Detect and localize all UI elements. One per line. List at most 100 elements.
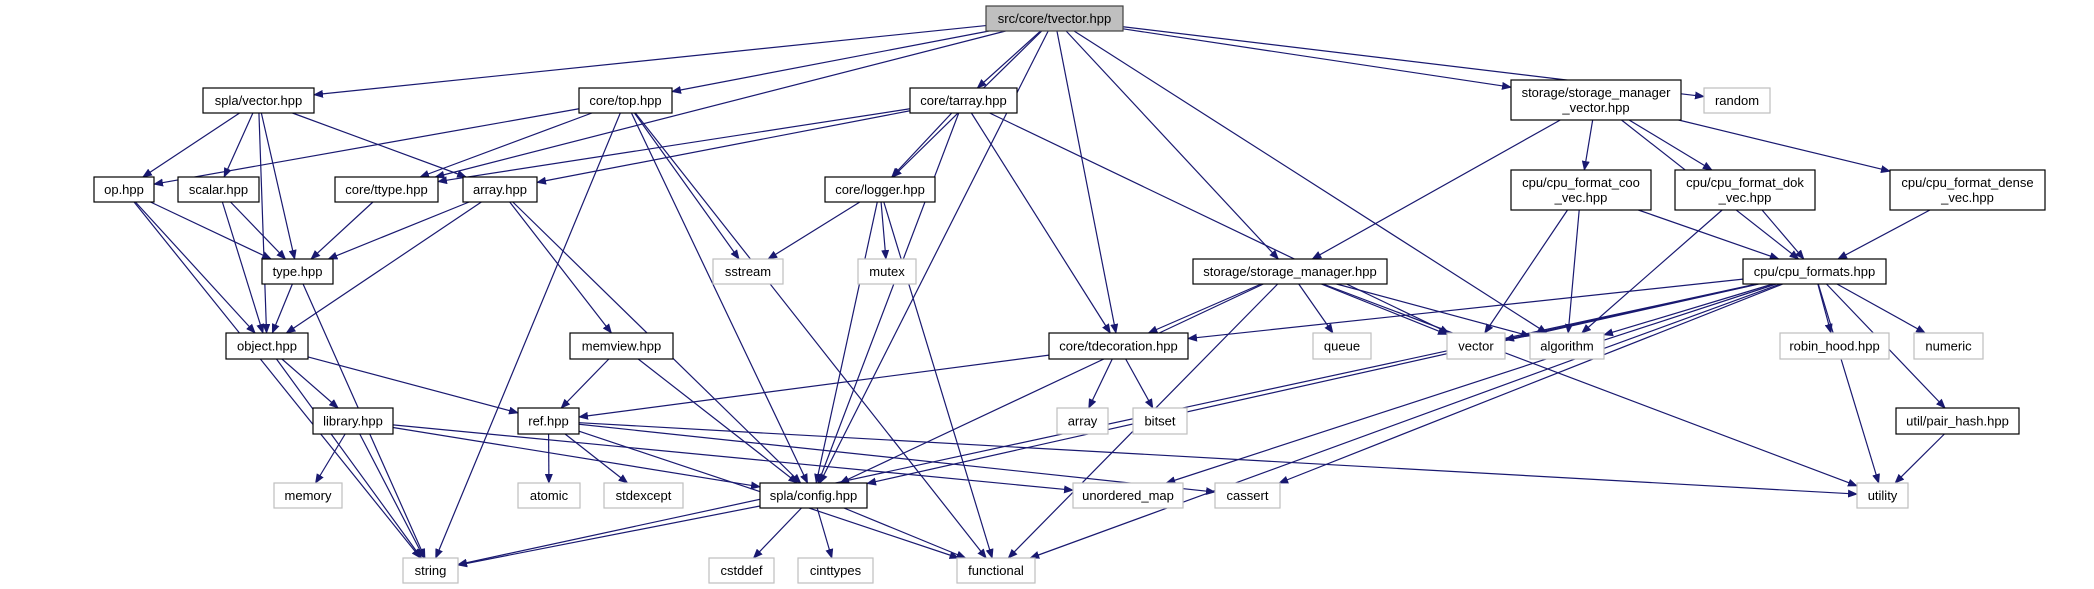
- nodes-layer: src/core/tvector.hpp spla/vector.hpp core/…: [93, 5, 2046, 584]
- node-box[interactable]: [857, 258, 917, 285]
- node-box[interactable]: [1529, 332, 1605, 360]
- node-sm[interactable]: storage/storage_manager.hpp: [1192, 258, 1388, 285]
- node-box[interactable]: [1510, 169, 1652, 211]
- node-stdexcept[interactable]: stdexcept: [603, 482, 684, 509]
- edge-tarray-to-config: [817, 112, 960, 484]
- node-stdarray[interactable]: array: [1056, 407, 1109, 435]
- node-vector[interactable]: vector: [1446, 332, 1506, 360]
- node-type[interactable]: type.hpp: [261, 258, 334, 285]
- edge-smv-to-dok: [1628, 119, 1713, 171]
- node-box[interactable]: [956, 557, 1036, 584]
- node-box[interactable]: [985, 5, 1124, 32]
- edge-smv-to-coo: [1581, 119, 1594, 171]
- node-dense[interactable]: cpu/cpu_format_dense_vec.hpp: [1889, 169, 2046, 211]
- node-atomic[interactable]: atomic: [517, 482, 581, 509]
- node-box[interactable]: [402, 557, 459, 584]
- node-box[interactable]: [603, 482, 684, 509]
- node-unorderedmap[interactable]: unordered_map: [1072, 482, 1184, 509]
- node-box[interactable]: [1312, 332, 1372, 360]
- node-tdecoration[interactable]: core/tdecoration.hpp: [1048, 332, 1189, 360]
- edge-top-to-functional: [634, 112, 987, 559]
- node-algorithm[interactable]: algorithm: [1529, 332, 1605, 360]
- node-utility[interactable]: utility: [1856, 482, 1909, 509]
- node-op[interactable]: op.hpp: [93, 176, 155, 203]
- node-splavector[interactable]: spla/vector.hpp: [202, 87, 315, 114]
- node-box[interactable]: [824, 176, 936, 203]
- node-functional[interactable]: functional: [956, 557, 1036, 584]
- edge-tarray-to-logger: [891, 112, 953, 178]
- node-ttype[interactable]: core/ttype.hpp: [334, 176, 439, 203]
- node-memview[interactable]: memview.hpp: [569, 332, 674, 360]
- node-box[interactable]: [1779, 332, 1890, 360]
- node-box[interactable]: [1072, 482, 1184, 509]
- node-sstream[interactable]: sstream: [712, 258, 784, 285]
- node-object[interactable]: object.hpp: [225, 332, 309, 360]
- node-box[interactable]: [712, 258, 784, 285]
- node-cinttypes[interactable]: cinttypes: [797, 557, 874, 584]
- node-string[interactable]: string: [402, 557, 459, 584]
- node-box[interactable]: [569, 332, 674, 360]
- node-pairhash[interactable]: util/pair_hash.hpp: [1895, 407, 2020, 435]
- node-box[interactable]: [177, 176, 260, 203]
- node-box[interactable]: [1056, 407, 1109, 435]
- node-box[interactable]: [312, 407, 394, 435]
- node-mutex[interactable]: mutex: [857, 258, 917, 285]
- node-box[interactable]: [273, 482, 343, 509]
- node-library[interactable]: library.hpp: [312, 407, 394, 435]
- node-box[interactable]: [909, 87, 1018, 114]
- edge-object-to-ref: [307, 356, 519, 415]
- node-tarray[interactable]: core/tarray.hpp: [909, 87, 1018, 114]
- node-memory[interactable]: memory: [273, 482, 343, 509]
- node-config[interactable]: spla/config.hpp: [759, 482, 868, 509]
- node-box[interactable]: [1674, 169, 1816, 211]
- node-box[interactable]: [1889, 169, 2046, 211]
- node-random[interactable]: random: [1703, 87, 1771, 114]
- node-arrayhpp[interactable]: array.hpp: [462, 176, 538, 203]
- node-label: op.hpp: [104, 182, 144, 197]
- edge-cpuformats-to-robinhood: [1817, 283, 1833, 334]
- node-box[interactable]: [708, 557, 775, 584]
- node-logger[interactable]: core/logger.hpp: [824, 176, 936, 203]
- node-box[interactable]: [93, 176, 155, 203]
- node-box[interactable]: [202, 87, 315, 114]
- node-box[interactable]: [1048, 332, 1189, 360]
- node-box[interactable]: [578, 87, 673, 114]
- node-tvector[interactable]: src/core/tvector.hpp: [985, 5, 1124, 32]
- node-box[interactable]: [1192, 258, 1388, 285]
- node-numeric[interactable]: numeric: [1913, 332, 1984, 360]
- node-box[interactable]: [1510, 79, 1682, 121]
- node-cassert[interactable]: cassert: [1214, 482, 1281, 509]
- node-robinhood[interactable]: robin_hood.hpp: [1779, 332, 1890, 360]
- node-box[interactable]: [797, 557, 874, 584]
- node-box[interactable]: [759, 482, 868, 509]
- node-dok[interactable]: cpu/cpu_format_dok_vec.hpp: [1674, 169, 1816, 211]
- node-smv[interactable]: storage/storage_manager_vector.hpp: [1510, 79, 1682, 121]
- node-box[interactable]: [1742, 258, 1887, 285]
- node-top[interactable]: core/top.hpp: [578, 87, 673, 114]
- node-box[interactable]: [1132, 407, 1188, 435]
- edge-arrayhpp-to-object: [285, 201, 482, 334]
- node-box[interactable]: [1895, 407, 2020, 435]
- node-queue[interactable]: queue: [1312, 332, 1372, 360]
- node-box[interactable]: [334, 176, 439, 203]
- node-bitset[interactable]: bitset: [1132, 407, 1188, 435]
- node-cstddef[interactable]: cstddef: [708, 557, 775, 584]
- edge-top-to-config: [630, 112, 809, 484]
- node-scalar[interactable]: scalar.hpp: [177, 176, 260, 203]
- edge-library-to-memory: [315, 433, 346, 484]
- node-label: _vector.hpp: [1561, 100, 1629, 115]
- node-box[interactable]: [225, 332, 309, 360]
- node-box[interactable]: [1214, 482, 1281, 509]
- node-box[interactable]: [462, 176, 538, 203]
- node-box[interactable]: [1856, 482, 1909, 509]
- node-box[interactable]: [261, 258, 334, 285]
- node-box[interactable]: [1703, 87, 1771, 114]
- node-box[interactable]: [1913, 332, 1984, 360]
- node-coo[interactable]: cpu/cpu_format_coo_vec.hpp: [1510, 169, 1652, 211]
- node-box[interactable]: [517, 407, 580, 435]
- edge-config-to-cinttypes: [816, 507, 834, 559]
- node-box[interactable]: [517, 482, 581, 509]
- node-box[interactable]: [1446, 332, 1506, 360]
- node-ref[interactable]: ref.hpp: [517, 407, 580, 435]
- node-cpuformats[interactable]: cpu/cpu_formats.hpp: [1742, 258, 1887, 285]
